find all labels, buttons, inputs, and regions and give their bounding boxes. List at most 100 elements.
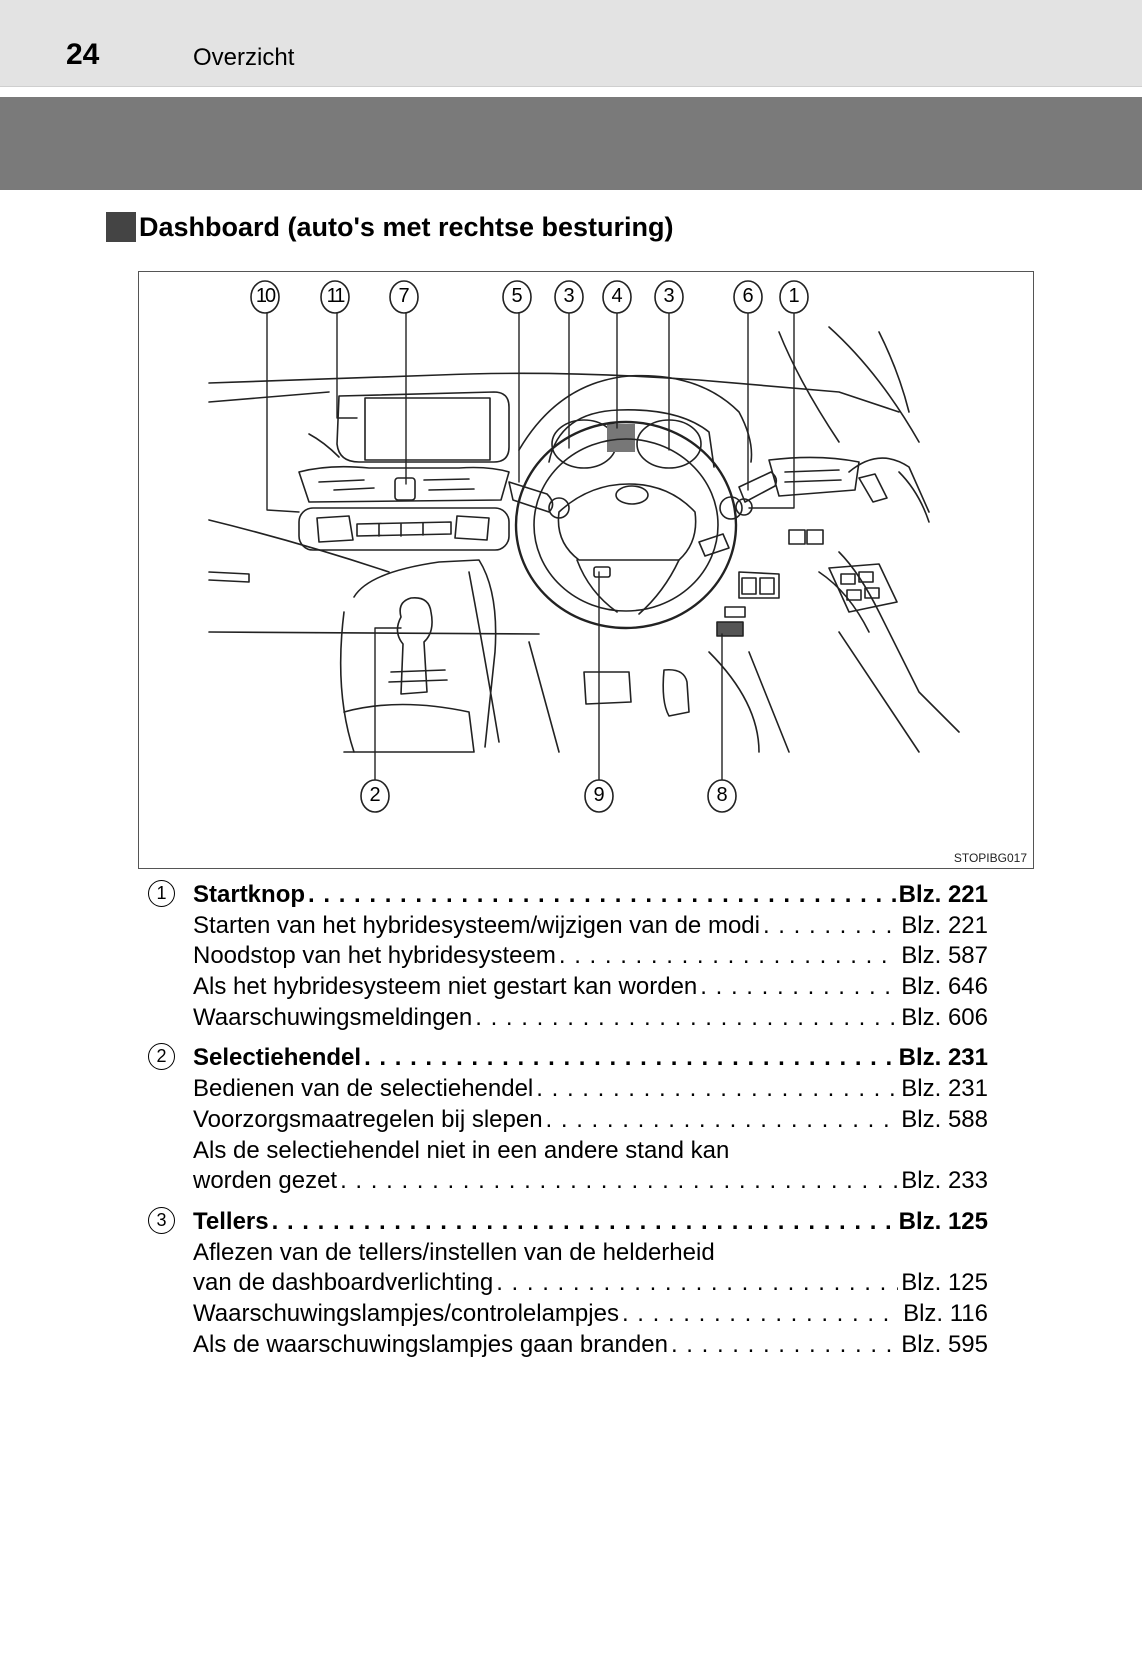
- entry-subitem[interactable]: Waarschuwingsmeldingen Blz. 606: [193, 1003, 988, 1034]
- callout-circle-icon: [654, 280, 684, 314]
- dashboard-drawing: [208, 305, 960, 781]
- entry-title-row[interactable]: Selectiehendel Blz. 231: [193, 1043, 988, 1074]
- callout-label: 3: [563, 285, 575, 307]
- callout-circle-icon: [360, 779, 390, 813]
- callout-9: 9: [580, 777, 618, 815]
- callout-circle-icon: [779, 280, 809, 314]
- dot-leader: [340, 1166, 898, 1197]
- callout-circle-icon: [707, 779, 737, 813]
- callout-circle-icon: [584, 779, 614, 813]
- figure-code: STOPIBG017: [953, 851, 1027, 865]
- dot-leader: [536, 1074, 898, 1105]
- callout-3a: 3: [550, 278, 588, 316]
- callout-1: 1: [775, 278, 813, 316]
- callout-label: 10: [255, 285, 276, 307]
- subitem-text: Aflezen van de tellers/instellen van de …: [193, 1238, 715, 1266]
- callout-label: 6: [742, 285, 754, 307]
- callout-label: 8: [716, 784, 728, 806]
- entry-list: 1 Startknop Blz. 221 Starten van het hyb…: [146, 880, 996, 1360]
- page-ref: Blz. 231: [901, 1075, 988, 1103]
- callout-7: 7: [385, 278, 423, 316]
- callout-label: 1: [788, 285, 800, 307]
- callout-circle-icon: [320, 280, 350, 314]
- entry-subitem: Aflezen van de tellers/instellen van de …: [193, 1238, 988, 1269]
- dot-leader: [622, 1299, 900, 1330]
- page-ref: Blz. 125: [901, 1269, 988, 1297]
- entry-subitem[interactable]: worden gezet Blz. 233: [193, 1166, 988, 1197]
- entry-subitem[interactable]: Starten van het hybridesysteem/wijzigen …: [193, 911, 988, 942]
- dot-leader: [559, 941, 898, 972]
- heading-text: Dashboard (auto's met rechtse besturing): [139, 211, 674, 242]
- callout-circle-icon: [602, 280, 632, 314]
- subitem-text: Waarschuwingsmeldingen: [193, 1003, 473, 1031]
- callout-6: 6: [729, 278, 767, 316]
- subitem-text: Als de selectiehendel niet in een andere…: [193, 1136, 730, 1164]
- dot-leader: [364, 1043, 896, 1074]
- entry-number-badge: 2: [148, 1043, 175, 1071]
- entry-number-badge: 1: [148, 880, 175, 907]
- subitem-text: Noodstop van het hybridesysteem: [193, 942, 556, 970]
- entry-title: Selectiehendel: [193, 1044, 362, 1072]
- section-title: Overzicht: [193, 44, 295, 71]
- callout-10: 10: [246, 278, 284, 316]
- page-ref: Blz. 646: [901, 973, 988, 1001]
- callout-circle-icon: [389, 280, 419, 314]
- callout-4: 4: [598, 278, 636, 316]
- callout-3b: 3: [650, 278, 688, 316]
- entry-title-row[interactable]: Startknop Blz. 221: [193, 880, 988, 911]
- entry-subitem[interactable]: Als het hybridesysteem niet gestart kan …: [193, 972, 988, 1003]
- page-ref: Blz. 595: [901, 1330, 988, 1358]
- subitem-text: Bedienen van de selectiehendel: [193, 1075, 534, 1103]
- dot-leader: [700, 972, 898, 1003]
- dot-leader: [475, 1003, 898, 1034]
- dot-leader: [308, 880, 896, 911]
- entry-subitem[interactable]: Waarschuwingslampjes/controlelampjes Blz…: [193, 1299, 988, 1330]
- entry-title-row[interactable]: Tellers Blz. 125: [193, 1207, 988, 1238]
- page-ref: Blz. 588: [901, 1105, 988, 1133]
- entry-subitem[interactable]: Noodstop van het hybridesysteem Blz. 587: [193, 941, 988, 972]
- entry-title: Tellers: [193, 1207, 269, 1235]
- dot-leader: [272, 1207, 896, 1238]
- callout-5: 5: [498, 278, 536, 316]
- entry-title: Startknop: [193, 881, 306, 908]
- entry-subitem: Als de selectiehendel niet in een andere…: [193, 1136, 988, 1167]
- page-header: 24 Overzicht: [0, 0, 1142, 87]
- subitem-text: worden gezet: [193, 1167, 338, 1195]
- callout-label: 7: [398, 285, 410, 307]
- entry-subitem[interactable]: Voorzorgsmaatregelen bij slepen Blz. 588: [193, 1105, 988, 1136]
- entry-subitem[interactable]: Als de waarschuwingslampjes gaan branden…: [193, 1330, 988, 1361]
- page-ref: Blz. 587: [901, 942, 988, 970]
- entry-startknop: 1 Startknop Blz. 221 Starten van het hyb…: [146, 880, 996, 1033]
- subitem-text: Waarschuwingslampjes/controlelampjes: [193, 1299, 619, 1327]
- dashboard-illustration: 10 11 7 5 3 4 3 6 1 2 9 8: [138, 271, 1034, 869]
- section-heading: Dashboard (auto's met rechtse besturing): [106, 210, 674, 244]
- entry-selectiehendel: 2 Selectiehendel Blz. 231 Bedienen van d…: [146, 1043, 996, 1196]
- callout-2: 2: [356, 777, 394, 815]
- callout-label: 3: [663, 285, 675, 307]
- subitem-text: Als de waarschuwingslampjes gaan branden: [193, 1330, 668, 1358]
- entry-subitem[interactable]: Bedienen van de selectiehendel Blz. 231: [193, 1074, 988, 1105]
- dot-leader: [496, 1268, 898, 1299]
- callout-circle-icon: [554, 280, 584, 314]
- page-number: 24: [66, 38, 100, 71]
- page-ref: Blz. 606: [901, 1003, 988, 1031]
- dot-leader: [546, 1105, 899, 1136]
- entry-number-badge: 3: [148, 1206, 175, 1234]
- callout-label: 5: [511, 285, 523, 307]
- dot-leader: [763, 911, 898, 942]
- callout-8: 8: [703, 777, 741, 815]
- page-ref: Blz. 125: [898, 1207, 988, 1235]
- page-ref: Blz. 231: [898, 1044, 988, 1072]
- entry-subitem[interactable]: van de dashboardverlichting Blz. 125: [193, 1268, 988, 1299]
- header-band: [0, 97, 1142, 190]
- page-ref: Blz. 221: [901, 911, 988, 939]
- callout-label: 2: [369, 784, 381, 806]
- subitem-text: van de dashboardverlichting: [193, 1269, 494, 1297]
- subitem-text: Als het hybridesysteem niet gestart kan …: [193, 973, 698, 1001]
- callout-label: 11: [326, 285, 346, 307]
- callout-11: 11: [316, 278, 354, 316]
- callout-circle-icon: [502, 280, 532, 314]
- callout-circle-icon: [733, 280, 763, 314]
- page-ref: Blz. 233: [901, 1167, 988, 1195]
- callout-label: 4: [611, 285, 623, 307]
